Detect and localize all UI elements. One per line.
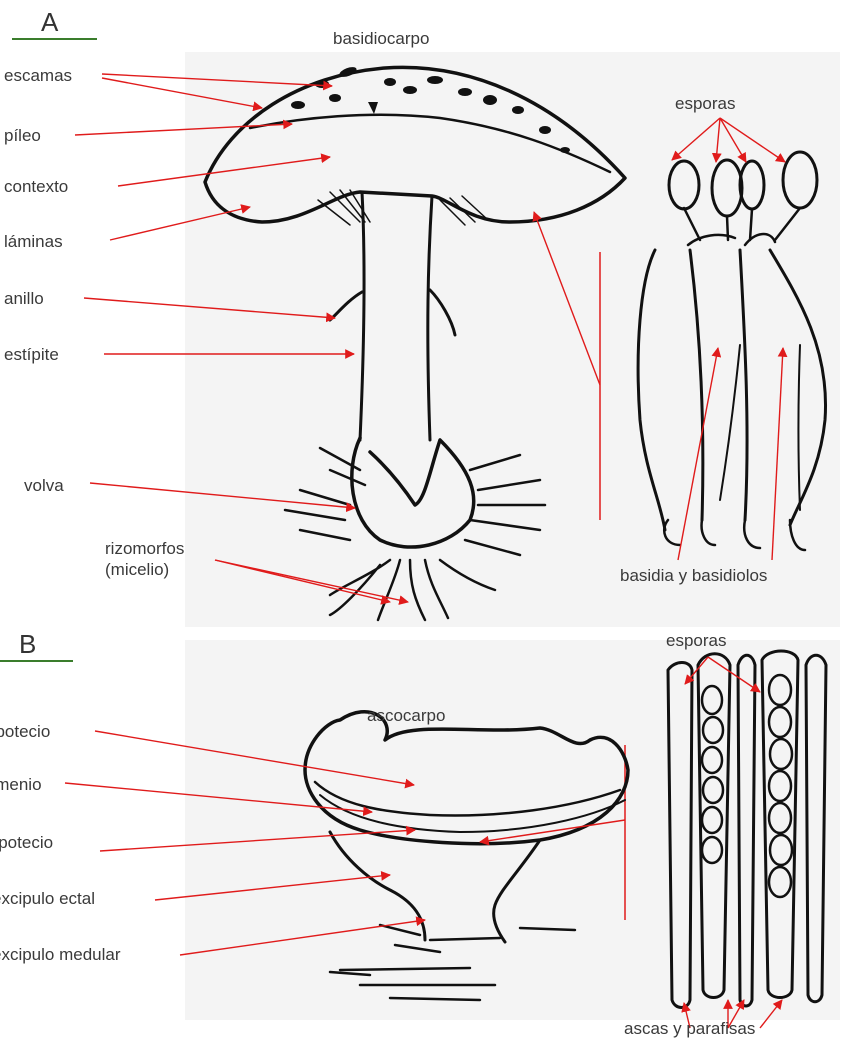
panel-a-background	[185, 52, 840, 627]
label-anillo: anillo	[4, 289, 44, 309]
label-apotecio: apotecio	[0, 722, 50, 742]
label-basidia: basidia y basidiolos	[620, 566, 767, 586]
panel-a-letter: A	[41, 8, 58, 36]
label-hipotecio: hipotecio	[0, 833, 53, 853]
label-himenio: himenio	[0, 775, 42, 795]
panel-b-title: ascocarpo	[367, 706, 445, 726]
label-excipulo-ectal: excipulo ectal	[0, 889, 95, 909]
panel-a-title: basidiocarpo	[333, 29, 429, 49]
label-rizomorfos: rizomorfos (micelio)	[105, 538, 184, 580]
label-ascas: ascas y parafisas	[624, 1019, 755, 1039]
label-laminas: láminas	[4, 232, 63, 252]
panel-b-letter: B	[19, 630, 36, 658]
label-excipulo-medular: excipulo medular	[0, 945, 121, 965]
label-pileo: píleo	[4, 126, 41, 146]
label-escamas: escamas	[4, 66, 72, 86]
label-volva: volva	[24, 476, 64, 496]
label-contexto: contexto	[4, 177, 68, 197]
label-estipite: estípite	[4, 345, 59, 365]
label-esporas-a: esporas	[675, 94, 735, 114]
label-esporas-b: esporas	[666, 631, 726, 651]
